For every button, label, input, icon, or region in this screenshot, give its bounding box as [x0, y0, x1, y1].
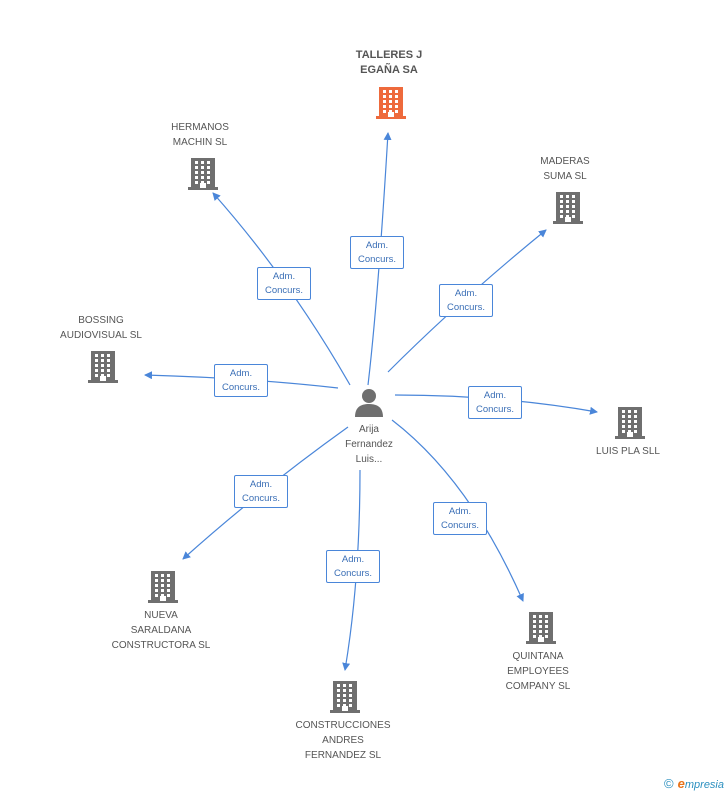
- person-icon: [355, 389, 383, 417]
- center-person-label[interactable]: Arija Fernandez Luis...: [345, 424, 393, 465]
- building-icon-bossing[interactable]: [87, 349, 119, 388]
- relation-badge-nueva[interactable]: Adm. Concurs.: [234, 475, 288, 508]
- building-glyph: [330, 681, 360, 713]
- building-glyph: [526, 612, 556, 644]
- relation-badge-talleres[interactable]: Adm. Concurs.: [350, 236, 404, 269]
- brand-initial: e: [677, 776, 685, 791]
- building-glyph: [88, 351, 118, 383]
- relation-badge-hermanos[interactable]: Adm. Concurs.: [257, 267, 311, 300]
- building-glyph: [615, 407, 645, 439]
- edge-quintana: [391, 419, 524, 602]
- node-label-quintana[interactable]: QUINTANA EMPLOYEES COMPANY SL: [505, 651, 571, 692]
- building-icon-construcciones[interactable]: [329, 679, 361, 718]
- building-glyph: [148, 571, 178, 603]
- building-icon-maderas[interactable]: [552, 190, 584, 229]
- edge-talleres: [367, 132, 392, 386]
- building-glyph: [553, 192, 583, 224]
- relation-badge-bossing[interactable]: Adm. Concurs.: [214, 364, 268, 397]
- building-glyph: [376, 87, 406, 119]
- building-icon-talleres[interactable]: [375, 85, 407, 124]
- building-icon-nueva[interactable]: [147, 569, 179, 608]
- relation-badge-construcciones[interactable]: Adm. Concurs.: [326, 550, 380, 583]
- node-label-hermanos[interactable]: HERMANOS MACHIN SL: [171, 122, 229, 148]
- building-icon-luispla[interactable]: [614, 405, 646, 444]
- copyright-icon: ©: [664, 776, 674, 791]
- node-label-talleres[interactable]: TALLERES J EGAÑA SA: [355, 49, 423, 76]
- node-label-bossing[interactable]: BOSSING AUDIOVISUAL SL: [60, 315, 142, 341]
- center-person[interactable]: [354, 387, 384, 422]
- brand-name: mpresia: [684, 779, 724, 791]
- node-label-nueva[interactable]: NUEVA SARALDANA CONSTRUCTORA SL: [111, 610, 211, 651]
- building-glyph: [188, 158, 218, 190]
- relation-badge-maderas[interactable]: Adm. Concurs.: [439, 284, 493, 317]
- footer-brand: ©empresia: [664, 776, 724, 791]
- relation-badge-quintana[interactable]: Adm. Concurs.: [433, 502, 487, 535]
- building-icon-hermanos[interactable]: [187, 156, 219, 195]
- relation-badge-luispla[interactable]: Adm. Concurs.: [468, 386, 522, 419]
- node-label-maderas[interactable]: MADERAS SUMA SL: [540, 156, 590, 182]
- node-label-luispla[interactable]: LUIS PLA SLL: [596, 446, 660, 457]
- building-icon-quintana[interactable]: [525, 610, 557, 649]
- node-label-construcciones[interactable]: CONSTRUCCIONES ANDRES FERNANDEZ SL: [295, 720, 391, 761]
